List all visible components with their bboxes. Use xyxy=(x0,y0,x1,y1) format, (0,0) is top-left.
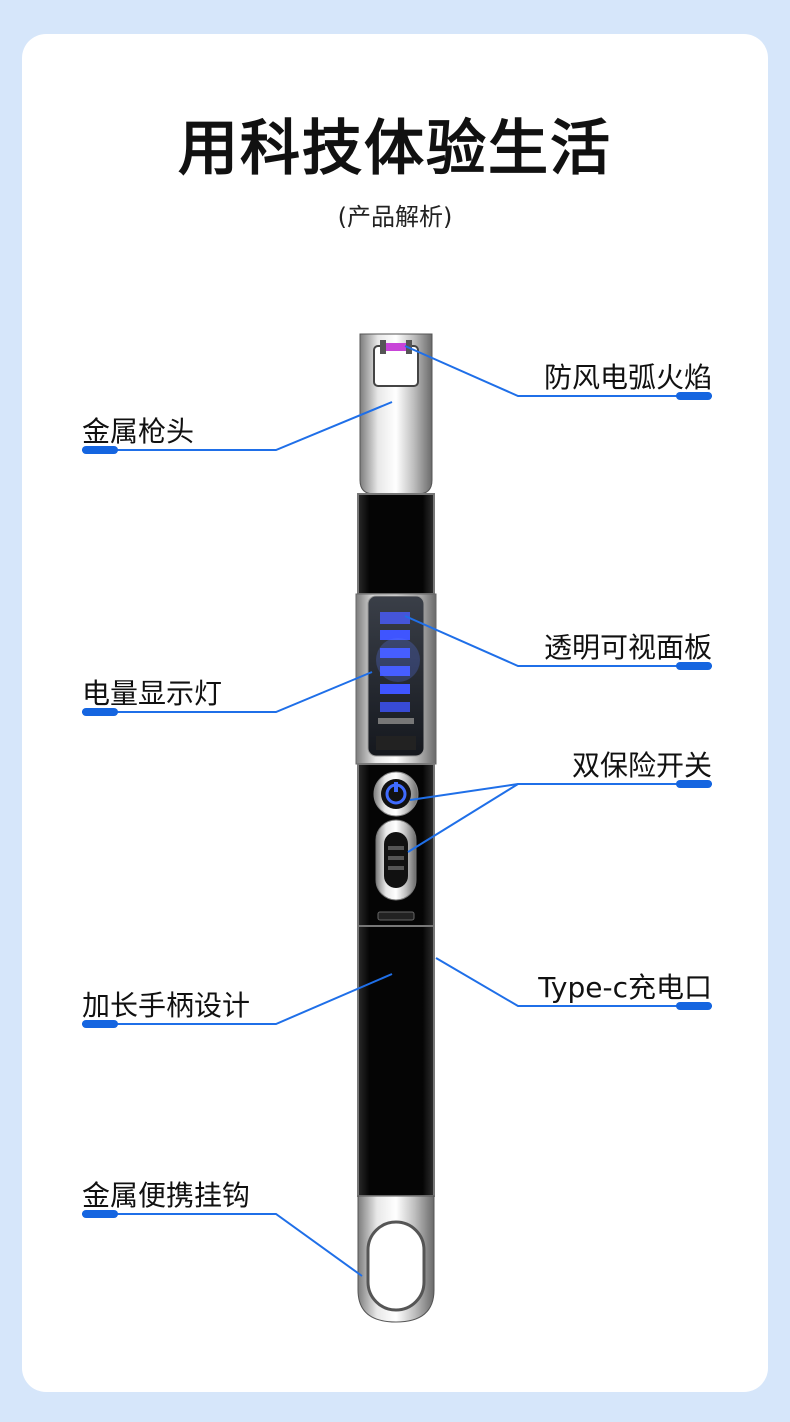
page-title: 用科技体验生活 xyxy=(178,114,612,184)
long-handle xyxy=(357,925,435,1197)
callout-marker xyxy=(676,392,712,400)
line-panel xyxy=(404,615,712,667)
callout-marker xyxy=(82,1020,118,1028)
callout-battery-indicator: 电量显示灯 xyxy=(82,677,223,710)
line-switch-2 xyxy=(407,783,519,853)
callout-marker xyxy=(676,662,712,670)
callout-safety-switch: 双保险开关 xyxy=(571,749,712,782)
line-switch-1 xyxy=(409,783,712,801)
callout-marker xyxy=(82,446,118,454)
line-metal-head xyxy=(82,401,393,451)
safety-switches xyxy=(357,763,435,927)
page-subtitle: (产品解析) xyxy=(337,203,453,231)
callout-long-handle: 加长手柄设计 xyxy=(82,989,251,1022)
callout-marker xyxy=(82,708,118,716)
callout-metal-hook: 金属便携挂钩 xyxy=(82,1179,251,1212)
callout-marker xyxy=(82,1210,118,1218)
metal-head xyxy=(359,333,433,495)
callout-lines xyxy=(82,345,712,1277)
callout-typec-port: Type-c充电口 xyxy=(538,971,712,1004)
handle-upper xyxy=(357,493,435,595)
line-handle xyxy=(82,973,393,1025)
metal-hook xyxy=(357,1195,435,1323)
callout-marker xyxy=(676,780,712,788)
line-hook xyxy=(82,1213,363,1277)
transparent-panel xyxy=(355,593,437,765)
callout-arc-flame: 防风电弧火焰 xyxy=(543,361,712,394)
line-battery-indicator xyxy=(82,671,373,713)
callout-marker xyxy=(676,1002,712,1010)
callout-transparent-panel: 透明可视面板 xyxy=(543,631,712,664)
line-typec xyxy=(435,957,712,1007)
callout-metal-head: 金属枪头 xyxy=(82,415,195,448)
line-arc-flame xyxy=(404,345,712,397)
